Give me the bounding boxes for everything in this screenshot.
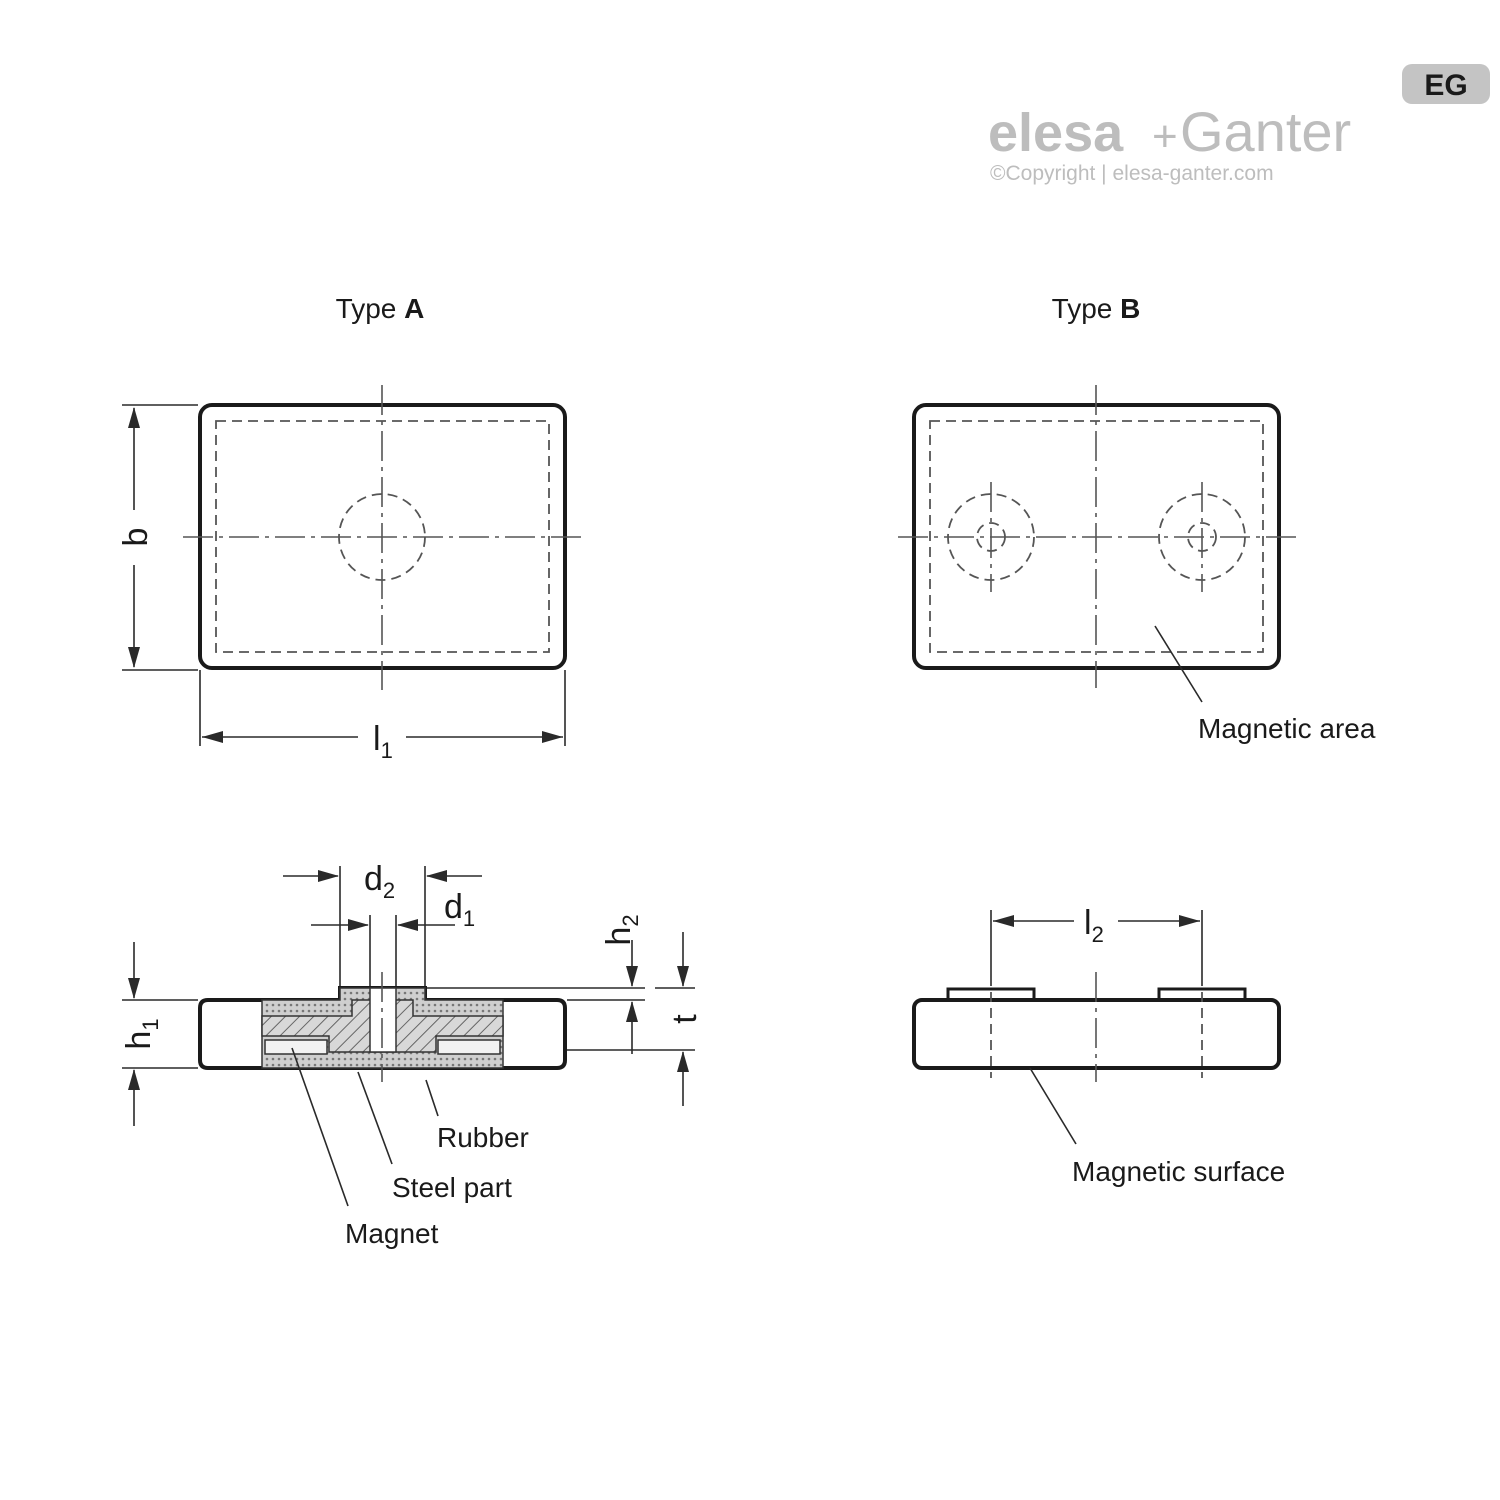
dimension-l1: l1 bbox=[199, 670, 566, 763]
type-a-top-view: b l1 bbox=[117, 385, 583, 763]
type-b-side-view: l2 Magnetic surface bbox=[912, 904, 1285, 1187]
magnet-leader bbox=[291, 1047, 349, 1207]
dimension-d2: d2 bbox=[283, 860, 482, 986]
dim-b-label: b bbox=[117, 528, 155, 547]
rubber-label: Rubber bbox=[437, 1122, 529, 1153]
dimension-b: b bbox=[117, 404, 198, 671]
dim-d2-label: d2 bbox=[364, 860, 395, 903]
brand-badge: EG bbox=[1424, 69, 1467, 102]
magnet-right bbox=[437, 1039, 501, 1055]
type-a-section-outline bbox=[198, 986, 567, 1070]
rubber-leader bbox=[425, 1079, 439, 1117]
brand-plus: + bbox=[1152, 112, 1178, 161]
type-b-title: Type B bbox=[1052, 293, 1141, 324]
brand-name-ganter: Ganter bbox=[1180, 100, 1351, 163]
dimension-d1: d1 bbox=[311, 888, 475, 986]
dim-t-label: t bbox=[666, 1014, 704, 1024]
magnetic-surface-label: Magnetic surface bbox=[1072, 1156, 1285, 1187]
type-a-title: Type A bbox=[336, 293, 425, 324]
magnetic-area-leader bbox=[1154, 625, 1203, 703]
type-a-section-view: d2 d1 h2 t bbox=[120, 860, 704, 1249]
dim-h2-label: h2 bbox=[600, 914, 643, 945]
center-bore bbox=[369, 987, 397, 1053]
magnetic-surface-leader bbox=[1029, 1067, 1077, 1145]
brand-copyright: ©Copyright | elesa-ganter.com bbox=[990, 162, 1274, 185]
brand-badge-shape bbox=[1402, 64, 1490, 104]
dim-d1-label: d1 bbox=[444, 888, 475, 931]
brand-name-elesa: elesa bbox=[988, 103, 1124, 163]
magnet-left bbox=[264, 1039, 328, 1055]
dimension-h1: h1 bbox=[120, 942, 198, 1126]
magnet-label: Magnet bbox=[345, 1218, 439, 1249]
dim-l2-label: l2 bbox=[1084, 904, 1104, 947]
steel-part-leader bbox=[357, 1071, 393, 1165]
steel-part-label: Steel part bbox=[392, 1172, 512, 1203]
dim-l1-label: l1 bbox=[373, 720, 393, 763]
dimension-h2: h2 bbox=[427, 914, 645, 1054]
dimension-l2: l2 bbox=[990, 904, 1203, 986]
brand-logo: EG elesa + Ganter ©Copyright | elesa-gan… bbox=[988, 64, 1490, 185]
dim-h1-label: h1 bbox=[120, 1018, 163, 1049]
dimension-t: t bbox=[567, 932, 704, 1106]
type-b-top-view: Magnetic area bbox=[898, 385, 1376, 744]
magnetic-area-label: Magnetic area bbox=[1198, 713, 1376, 744]
